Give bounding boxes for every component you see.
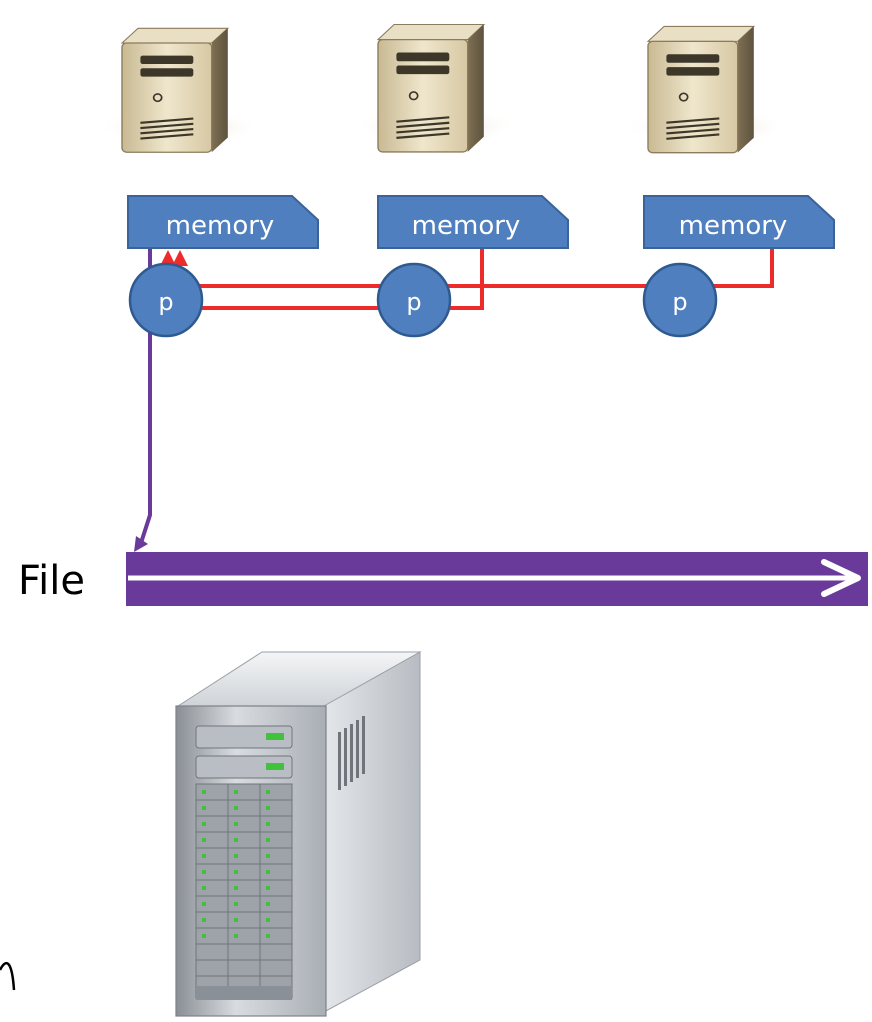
memory-block-1: memory	[127, 195, 319, 249]
file-label: File	[18, 558, 85, 604]
process-label: p	[158, 288, 173, 316]
client-machine-2	[353, 23, 518, 154]
desktop-tower-icon	[97, 27, 262, 154]
desktop-tower-icon	[353, 23, 518, 154]
desktop-tower-icon	[623, 25, 788, 154]
storage-server-icon	[175, 651, 422, 1017]
memory-block-2: memory	[377, 195, 569, 249]
io-line	[134, 248, 152, 552]
process-node-2: p	[376, 262, 452, 338]
memory-label: memory	[412, 211, 521, 241]
arrowhead	[160, 250, 176, 266]
edge-artifact	[0, 961, 16, 991]
process-node-3: p	[642, 262, 718, 338]
memory-block-3: memory	[643, 195, 835, 249]
process-label: p	[672, 288, 687, 316]
memory-label: memory	[166, 211, 275, 241]
arrowhead	[172, 250, 188, 266]
client-machine-3	[623, 25, 788, 154]
process-label: p	[406, 288, 421, 316]
client-machine-1	[97, 27, 262, 154]
process-node-1: p	[128, 262, 204, 338]
file: File	[18, 552, 868, 606]
memory-label: memory	[679, 211, 788, 241]
file-arrow	[821, 559, 861, 597]
